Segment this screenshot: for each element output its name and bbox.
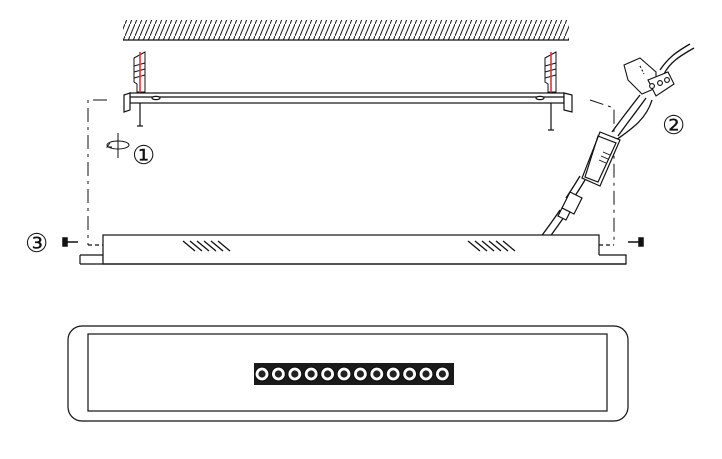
step-2-label: ② [662, 111, 685, 141]
led-core [307, 370, 315, 378]
mounting-bracket [123, 92, 573, 113]
terminal-block [623, 57, 675, 97]
light-fixture-side [79, 234, 627, 265]
led-core [324, 370, 332, 378]
led-core [438, 370, 446, 378]
led-core [389, 370, 397, 378]
led-core [340, 370, 348, 378]
led-driver [581, 131, 621, 187]
led-array [254, 363, 454, 385]
wall-anchor-right [544, 51, 557, 95]
step-1-label: ① [132, 141, 155, 171]
led-core [356, 370, 364, 378]
vent-slots-left [182, 240, 231, 252]
led-core [406, 370, 414, 378]
dashed-outline [87, 99, 615, 245]
screw-left [137, 103, 143, 127]
cable-connector [557, 191, 583, 221]
rotate-icon [106, 133, 130, 158]
led-core [274, 370, 282, 378]
vent-slots-right [467, 240, 516, 252]
side-screw-right [628, 237, 644, 247]
wall-anchor-left [133, 51, 146, 95]
step-3-label: ③ [25, 229, 48, 259]
led-core [258, 370, 266, 378]
led-core [291, 370, 299, 378]
led-core [422, 370, 430, 378]
screw-right [548, 103, 554, 131]
ceiling [123, 20, 569, 41]
led-core [373, 370, 381, 378]
side-screw-left [62, 237, 78, 247]
